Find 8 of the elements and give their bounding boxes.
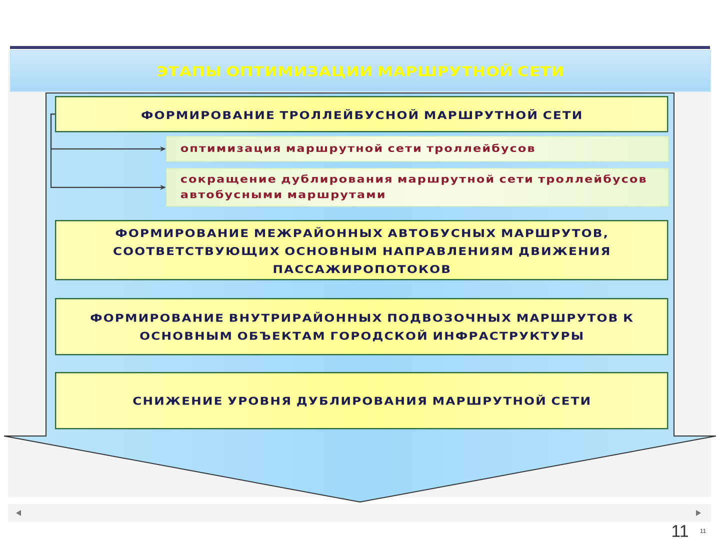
stage-box: ФОРМИРОВАНИЕ ТРОЛЛЕЙБУСНОЙ МАРШРУТНОЙ СЕТИ xyxy=(55,96,668,132)
sub-step-box: оптимизация маршрутной сети троллейбусов xyxy=(166,136,669,162)
page-number: 11 xyxy=(672,525,688,537)
stage-box: СНИЖЕНИЕ УРОВНЯ ДУБЛИРОВАНИЯ МАРШРУТНОЙ СЕТИ xyxy=(55,372,668,430)
title-band: ЭТАПЫ ОПТИМИЗАЦИИ МАРШРУТНОЙ СЕТИ xyxy=(10,50,711,92)
stage-box: ФОРМИРОВАНИЕ МЕЖРАЙОННЫХ АВТОБУСНЫХ МАРШРУТОВ, СООТВЕТСТВУЮЩИХ ОСНОВНЫМ НАПРАВЛЕНИЯМ ДВИЖЕНИЯ ПАССАЖИРОПОТОКОВ xyxy=(55,220,668,280)
sub-step-box: сокращение дублирования маршрутной сети троллейбусов автобусными маршрутами xyxy=(166,168,669,207)
stage-box: ФОРМИРОВАНИЕ ВНУТРИРАЙОННЫХ ПОДВОЗОЧНЫХ МАРШРУТОВ К ОСНОВНЫМ ОБЪЕКТАМ ГОРОДСКОЙ ИНФРАСТРУКТУРЫ xyxy=(55,298,668,356)
